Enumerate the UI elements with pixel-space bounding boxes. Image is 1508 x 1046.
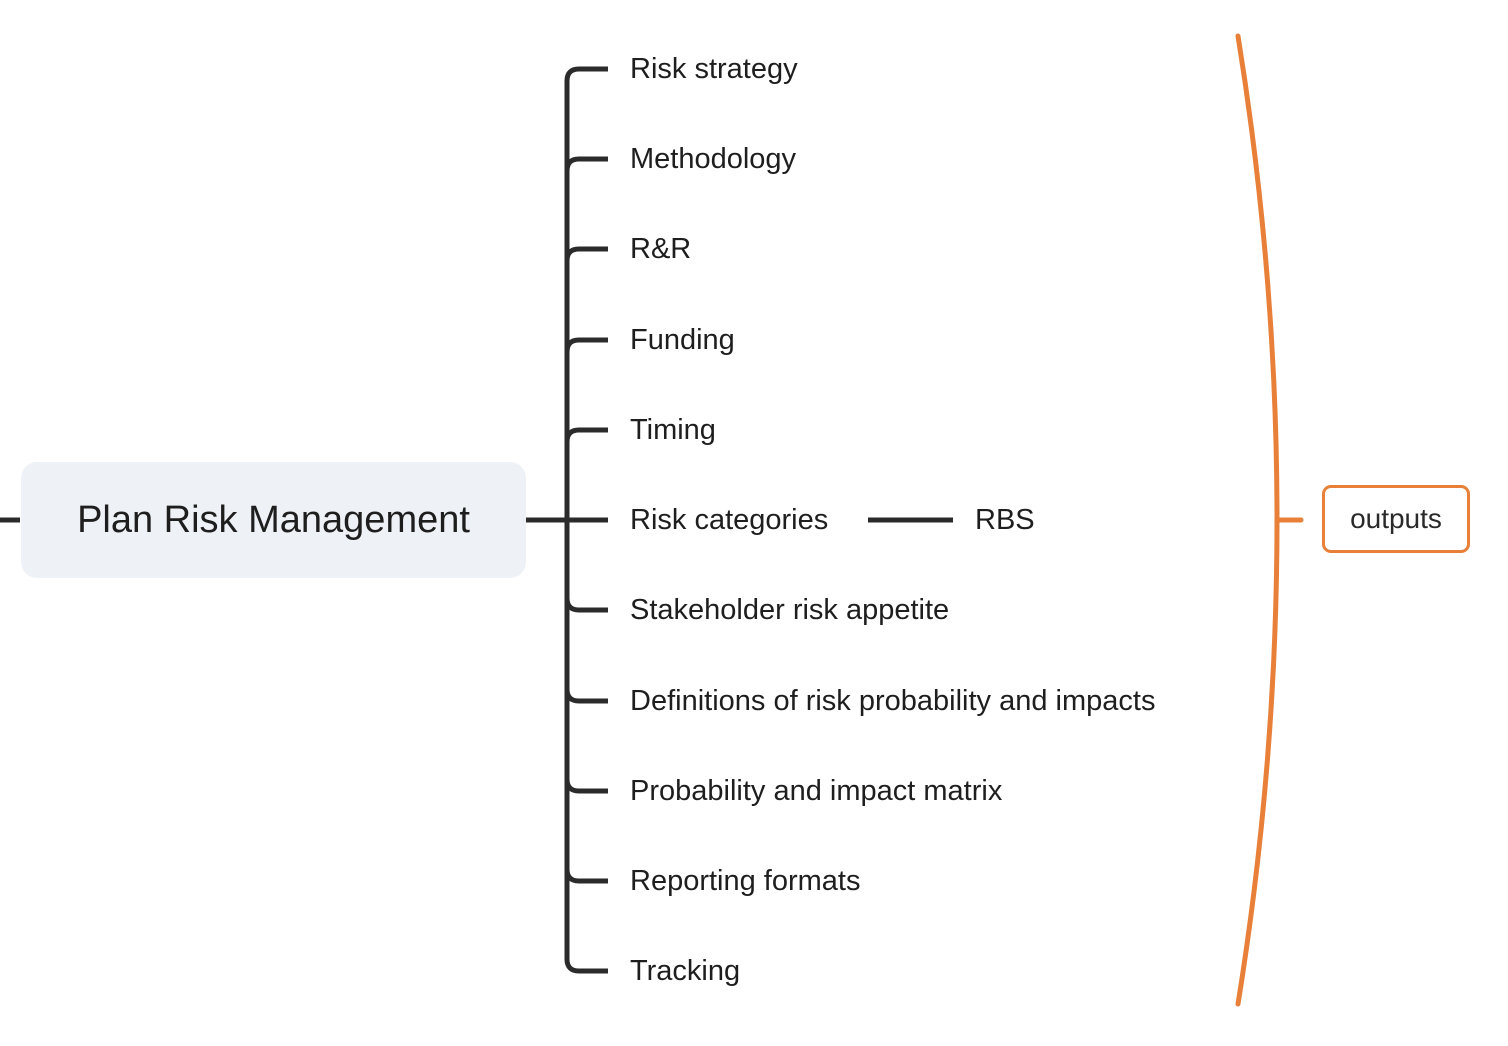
branch-connector-8	[564, 778, 608, 794]
branch-connector-6	[564, 597, 608, 613]
branch-connector-2	[564, 246, 608, 262]
branch-connector-1	[564, 156, 608, 172]
branch-definitions-of-risk-probability[interactable]: Definitions of risk probability and impa…	[630, 685, 1156, 717]
branch-connector-9	[564, 868, 608, 884]
summary-outputs-label: outputs	[1350, 503, 1442, 534]
branch-connector-10	[564, 958, 608, 974]
root-topic[interactable]: Plan Risk Management	[21, 462, 526, 578]
branch-connector-7	[564, 688, 608, 704]
branch-risk-strategy[interactable]: Risk strategy	[630, 53, 798, 85]
branch-probability-impact-matrix[interactable]: Probability and impact matrix	[630, 775, 1003, 807]
branch-risk-categories[interactable]: Risk categories	[630, 504, 829, 536]
branch-reporting-formats[interactable]: Reporting formats	[630, 865, 861, 897]
branch-stakeholder-risk-appetite[interactable]: Stakeholder risk appetite	[630, 594, 950, 626]
branch-tracking[interactable]: Tracking	[630, 955, 741, 987]
branch-connector-3	[564, 337, 608, 353]
sub-branch-rbs[interactable]: RBS	[975, 504, 1035, 536]
branch-timing[interactable]: Timing	[630, 414, 716, 446]
branch-connector-0	[564, 66, 608, 82]
summary-brace	[1235, 33, 1280, 1007]
branch-r-and-r[interactable]: R&R	[630, 233, 692, 265]
summary-outputs[interactable]: outputs	[1322, 485, 1470, 553]
branch-methodology[interactable]: Methodology	[630, 143, 797, 175]
branch-connector-4	[564, 427, 608, 443]
root-topic-label: Plan Risk Management	[77, 498, 470, 541]
connector-group	[0, 66, 953, 974]
branch-funding[interactable]: Funding	[630, 324, 735, 356]
